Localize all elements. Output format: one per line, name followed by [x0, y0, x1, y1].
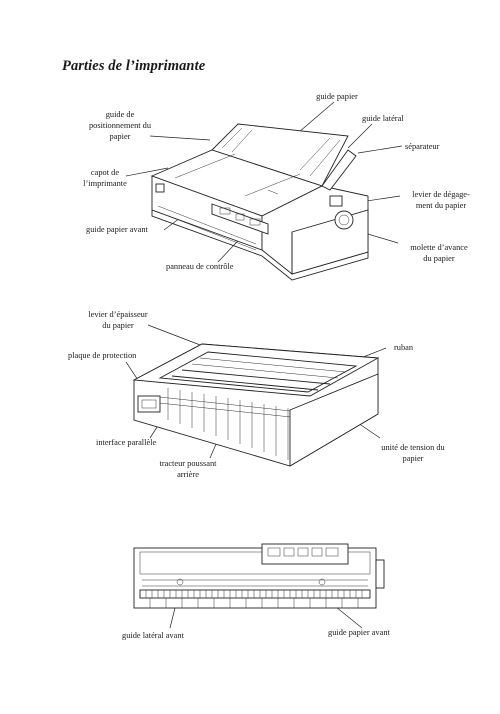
- label-molette: molette d’avance du papier: [410, 243, 468, 263]
- label-guide-papier-avant: guide papier avant: [86, 225, 148, 234]
- label-panneau-controle: panneau de contrôle: [166, 262, 234, 271]
- label-separateur: séparateur: [405, 142, 440, 151]
- label-levier-degagement: levier de dégage- ment du papier: [412, 190, 470, 210]
- label-tracteur-poussant: tracteur poussant arrière: [159, 459, 217, 479]
- label-interface-parallele: interface parallèle: [96, 438, 157, 447]
- label-capot: capot de l’imprimante: [83, 168, 127, 188]
- label-guide-positionnement: guide de positionnement du papier: [88, 110, 152, 141]
- label-guide-papier-avant-bas: guide papier avant: [328, 628, 390, 637]
- label-guide-lateral-avant: guide latéral avant: [122, 631, 184, 640]
- label-levier-epaisseur: levier d’épaisseur du papier: [88, 310, 148, 330]
- page-title: Parties de l’imprimante: [62, 58, 206, 74]
- label-unite-tension: unité de tension du papier: [381, 443, 445, 463]
- label-ruban: ruban: [394, 343, 414, 352]
- label-guide-lateral: guide latéral: [362, 114, 404, 123]
- label-plaque-protection: plaque de protection: [68, 351, 137, 360]
- label-guide-papier: guide papier: [316, 92, 358, 101]
